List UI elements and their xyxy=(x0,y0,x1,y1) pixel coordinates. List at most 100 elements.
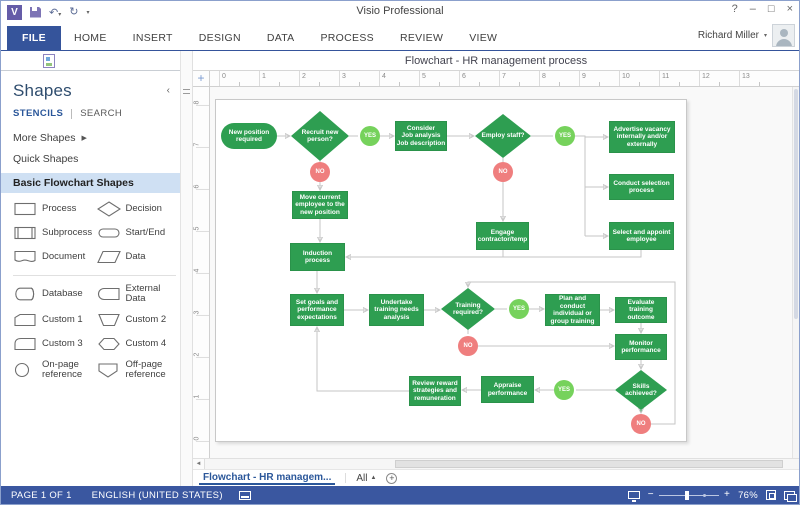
macro-tray-icon[interactable] xyxy=(238,490,251,500)
all-pages-dropdown[interactable]: All ▲ xyxy=(356,473,376,484)
stencil-shape-data[interactable]: Data xyxy=(96,249,181,265)
tab-view[interactable]: VIEW xyxy=(469,32,498,44)
custom2-icon xyxy=(97,313,120,327)
more-shapes-arrow-icon: ▶ xyxy=(81,135,87,142)
stencil-shape-off-page-reference[interactable]: Off-page reference xyxy=(97,360,181,380)
flowchart-process-conduct-selection[interactable]: Conduct selection process xyxy=(609,174,674,200)
tab-review[interactable]: REVIEW xyxy=(399,32,444,44)
badge-yes-training: YES xyxy=(509,299,529,319)
add-page-button[interactable]: + xyxy=(386,472,398,484)
minimize-button[interactable]: – xyxy=(749,3,756,15)
document-title: Flowchart - HR management process xyxy=(193,51,799,71)
page-indicator[interactable]: PAGE 1 OF 1 xyxy=(11,489,72,501)
user-avatar[interactable] xyxy=(772,24,795,47)
stencil-shape-subprocess[interactable]: Subprocess xyxy=(13,225,97,241)
redo-icon[interactable]: ↻ xyxy=(69,5,79,18)
custom4-icon xyxy=(97,337,120,351)
stencil-shape-custom4[interactable]: Custom 4 xyxy=(97,336,181,352)
stencil-basic-flowchart[interactable]: Basic Flowchart Shapes xyxy=(1,173,180,193)
undo-button[interactable]: ↶▾ xyxy=(49,3,61,21)
tab-stencils[interactable]: STENCILS xyxy=(13,108,64,119)
zoom-in-button[interactable]: + xyxy=(723,489,731,500)
language-indicator[interactable]: ENGLISH (UNITED STATES) xyxy=(91,489,223,501)
horizontal-scrollbar[interactable]: ◄ xyxy=(193,458,799,469)
flowchart-process-select-appoint[interactable]: Select and appoint employee xyxy=(609,222,674,250)
more-shapes-label: More Shapes xyxy=(13,132,76,144)
collapse-panel-icon[interactable]: ‹ xyxy=(166,85,170,96)
stencil-tab-divider xyxy=(71,108,73,119)
flowchart-process-review-reward[interactable]: Review reward strategies and remuneratio… xyxy=(409,376,461,406)
tab-process[interactable]: PROCESS xyxy=(320,32,374,44)
vertical-scrollbar-thumb[interactable] xyxy=(794,89,798,319)
stencil-shape-on-page-reference[interactable]: On-page reference xyxy=(13,360,97,380)
user-name: Richard Miller xyxy=(697,30,759,41)
document-icon xyxy=(14,250,36,263)
zoom-out-button[interactable]: − xyxy=(647,489,654,500)
flowchart-process-consider-job-analysis[interactable]: Consider Job analysis Job description xyxy=(395,121,447,151)
tab-file[interactable]: FILE xyxy=(7,26,61,50)
stencil-shape-custom3[interactable]: Custom 3 xyxy=(13,336,97,352)
quick-shapes-label: Quick Shapes xyxy=(13,153,79,165)
visio-app-icon[interactable]: V xyxy=(7,4,22,20)
tab-design[interactable]: DESIGN xyxy=(198,32,241,44)
subprocess-icon xyxy=(14,226,36,240)
stencil-shape-custom2[interactable]: Custom 2 xyxy=(97,312,181,328)
panel-splitter[interactable] xyxy=(181,51,193,486)
flowchart-process-undertake-training-needs[interactable]: Undertake training needs analysis xyxy=(369,294,424,326)
fit-page-icon[interactable] xyxy=(766,490,776,500)
flowchart-process-monitor-performance[interactable]: Monitor performance xyxy=(615,334,667,360)
tab-search[interactable]: SEARCH xyxy=(80,108,123,119)
presentation-mode-icon[interactable] xyxy=(627,491,640,502)
start-end-icon xyxy=(97,228,120,238)
zoom-slider[interactable] xyxy=(658,490,719,500)
close-button[interactable]: × xyxy=(786,3,793,15)
tab-insert[interactable]: INSERT xyxy=(132,32,173,44)
stencil-shape-decision[interactable]: Decision xyxy=(96,201,181,217)
maximize-button[interactable]: □ xyxy=(767,3,775,15)
zoom-slider-thumb[interactable] xyxy=(684,490,689,500)
vertical-scrollbar[interactable] xyxy=(792,87,799,458)
horizontal-scrollbar-thumb[interactable] xyxy=(395,460,783,468)
data-icon xyxy=(96,250,121,264)
flowchart-process-plan-conduct-training[interactable]: Plan and conduct individual or group tra… xyxy=(545,294,600,326)
flowchart-process-move-current-employee[interactable]: Move current employee to the new positio… xyxy=(292,191,348,219)
save-icon[interactable] xyxy=(30,6,41,18)
drawing-canvas[interactable]: New position required Recruit new person… xyxy=(210,87,792,458)
stencil-shape-process[interactable]: Process xyxy=(13,201,97,217)
more-shapes-link[interactable]: More Shapes ▶ xyxy=(13,132,180,144)
quick-shapes-link[interactable]: Quick Shapes xyxy=(13,153,180,165)
stencil-document-icon[interactable] xyxy=(43,54,55,68)
stencil-shape-database[interactable]: Database xyxy=(13,284,97,304)
stencil-shape-custom1[interactable]: Custom 1 xyxy=(13,312,97,328)
flowchart-process-evaluate-training[interactable]: Evaluate training outcome xyxy=(615,297,667,323)
flowchart-start-new-position[interactable]: New position required xyxy=(221,123,277,149)
stencil-shape-external-data[interactable]: External Data xyxy=(97,284,181,304)
on-page-reference-icon xyxy=(14,362,30,378)
flowchart-process-induction[interactable]: Induction process xyxy=(290,243,345,271)
scroll-left-arrow-icon[interactable]: ◄ xyxy=(193,459,205,469)
help-button[interactable]: ? xyxy=(731,3,738,15)
flowchart-process-engage-contractor[interactable]: Engage contractor/temp xyxy=(476,222,529,250)
shapes-panel-title: Shapes xyxy=(13,81,72,100)
stencil-shape-start-end[interactable]: Start/End xyxy=(97,225,181,241)
stencil-shape-document[interactable]: Document xyxy=(13,249,97,265)
status-bar-right: − + 76% xyxy=(627,486,797,504)
undo-icon: ↶ xyxy=(49,7,59,19)
zoom-level[interactable]: 76% xyxy=(738,489,758,501)
flowchart-process-appraise-performance[interactable]: Appraise performance xyxy=(481,376,534,403)
ribbon-tab-row: FILE HOME INSERT DESIGN DATA PROCESS REV… xyxy=(1,23,799,51)
tab-home[interactable]: HOME xyxy=(73,32,107,44)
account-area[interactable]: Richard Miller ▾ xyxy=(698,24,795,47)
flowchart-process-advertise-vacancy[interactable]: Advertise vacancy internally and/or exte… xyxy=(609,121,675,153)
badge-yes-recruit: YES xyxy=(360,126,380,146)
decision-icon xyxy=(96,201,121,217)
page-tab-active[interactable]: Flowchart - HR managem... xyxy=(199,471,336,485)
qat-customize-icon[interactable]: ▾ xyxy=(86,9,90,16)
tab-data[interactable]: DATA xyxy=(266,32,295,44)
switch-windows-icon[interactable] xyxy=(784,490,797,502)
custom1-icon xyxy=(14,313,36,327)
flowchart-process-set-goals[interactable]: Set goals and performance expectations xyxy=(290,294,344,326)
